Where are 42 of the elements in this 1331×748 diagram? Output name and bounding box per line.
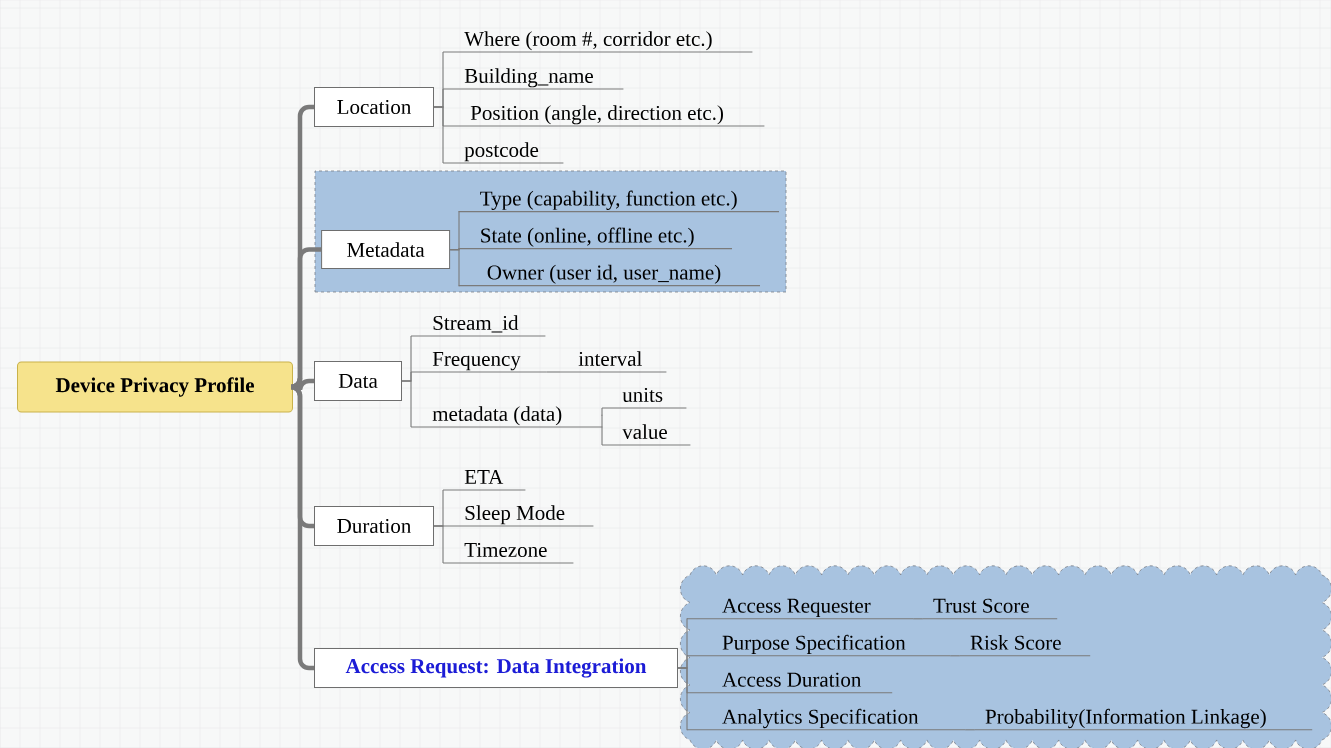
- branch-line: [677, 667, 688, 731]
- branch-label: Analytics Specification: [686, 708, 966, 731]
- branch-label: Stream_id: [410, 315, 546, 337]
- branch-label: units: [601, 387, 687, 409]
- topic-box: Metadata: [321, 230, 451, 270]
- branch-label: Timezone: [442, 542, 574, 564]
- branch-line: [401, 380, 412, 428]
- root-box: Device Privacy Profile: [17, 361, 293, 413]
- branch-label: value: [601, 424, 691, 446]
- branch-label: postcode: [442, 142, 564, 164]
- topic-box: Location: [314, 87, 434, 127]
- branch-label: Access Duration: [686, 672, 893, 694]
- branch-label: Where (room #, corridor etc.): [442, 31, 753, 53]
- branch-line: [912, 618, 924, 620]
- branch-line: [433, 525, 444, 564]
- branch-label: Access Requester: [686, 598, 914, 620]
- branch-label: ETA: [442, 469, 526, 491]
- branch-label: Probability(Information Linkage): [974, 708, 1313, 731]
- branch-label: Purpose Specification: [686, 634, 951, 657]
- branch-label: Sleep Mode: [442, 505, 594, 527]
- branch-label: Building_name: [442, 68, 624, 90]
- topic-box: Access Request: Data Integration: [314, 648, 678, 688]
- trunk-line: [288, 384, 314, 671]
- branch-label: Frequency: [410, 352, 547, 373]
- branch-label: metadata (data): [410, 406, 603, 428]
- branch-line: [433, 106, 444, 164]
- topic-box: Data: [314, 361, 402, 401]
- branch-label: Trust Score: [922, 598, 1058, 620]
- branch-line: [449, 249, 460, 287]
- cloud-shape: [680, 565, 1331, 748]
- branch-line: [964, 729, 976, 731]
- branch-label: Risk Score: [959, 635, 1091, 657]
- branch-line: [601, 407, 603, 416]
- branch-label: State (online, offline etc.): [458, 227, 733, 250]
- topic-box: Duration: [314, 506, 434, 546]
- branch-label: Owner (user id, user_name): [458, 264, 761, 287]
- branch-line: [601, 414, 603, 446]
- branch-label: Type (capability, function etc.): [458, 190, 780, 213]
- branch-label: Position (angle, direction etc.): [442, 105, 765, 127]
- branch-line: [545, 371, 561, 373]
- branch-label: interval: [559, 351, 667, 373]
- branch-line: [949, 655, 961, 657]
